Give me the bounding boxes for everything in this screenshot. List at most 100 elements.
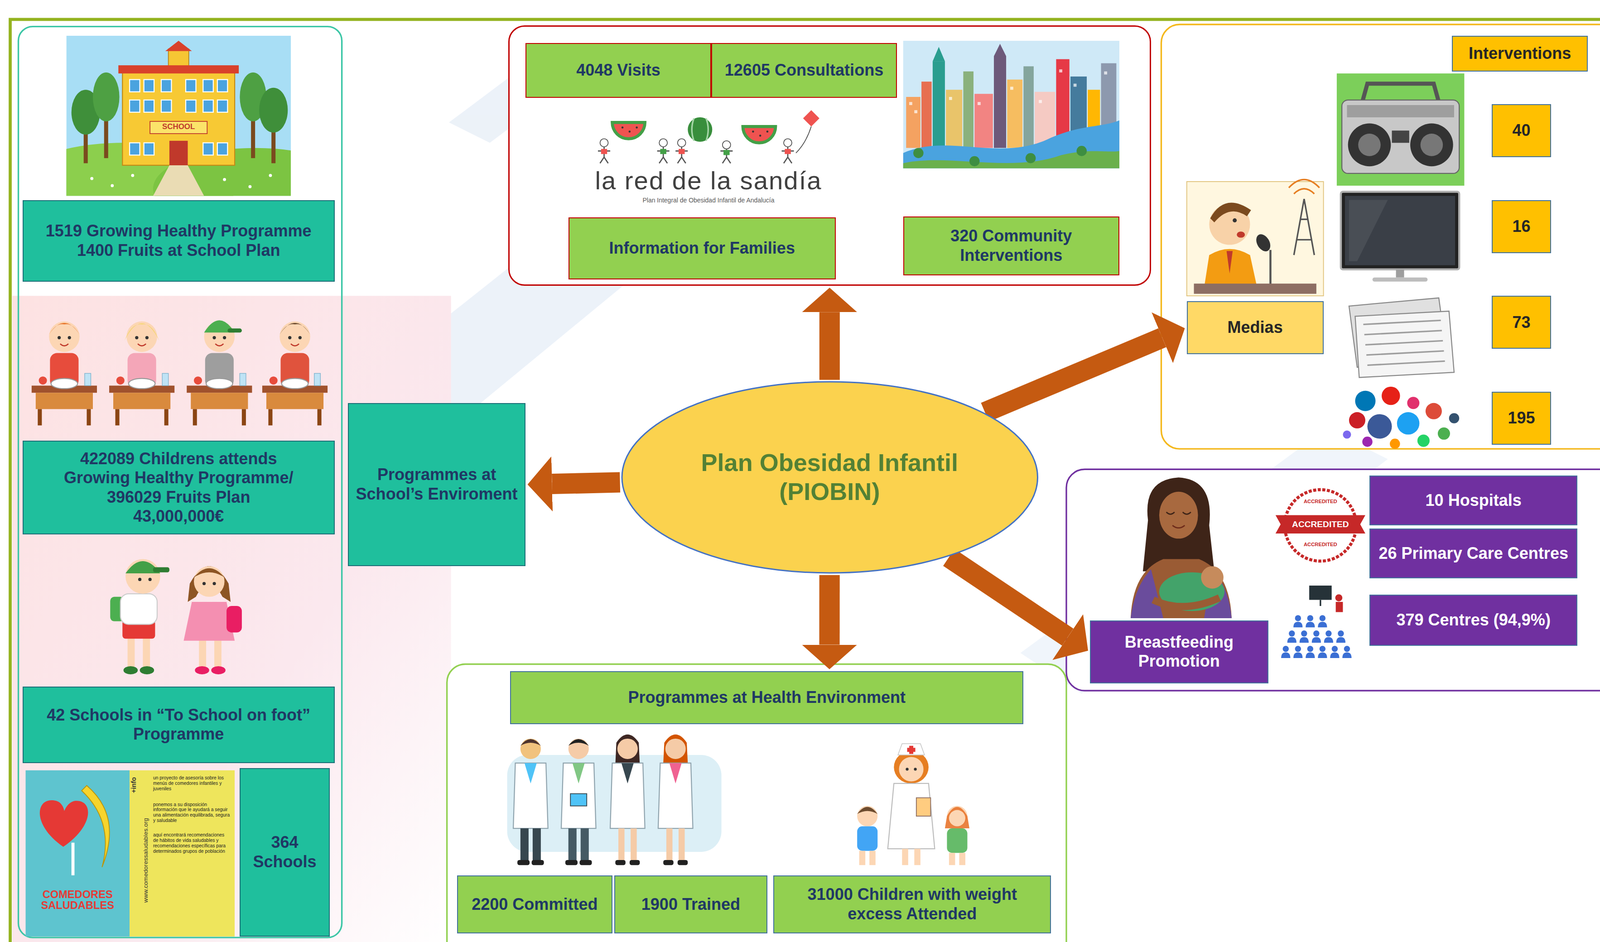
school-illustration [202, 100, 214, 113]
yellow-box: 195 [1491, 391, 1552, 445]
box-text: 73 [1512, 313, 1531, 333]
accredited-stamp [1275, 489, 1366, 562]
label-holder: un proyecto de asesoría sobre los menús … [153, 775, 231, 792]
children-at-desks [288, 336, 292, 340]
doctors-illustration [580, 828, 589, 862]
image-text: ACCREDITED [1287, 541, 1354, 548]
children-at-desks [227, 328, 242, 333]
green-box: 12605 Consultations [711, 43, 897, 99]
newspapers-icon [1349, 298, 1455, 378]
city-illustration [993, 43, 1007, 57]
city-illustration [963, 71, 974, 149]
watermelon-logo [657, 146, 670, 164]
arrow-connector [819, 312, 840, 380]
nurse-with-children [857, 807, 878, 815]
social-media-icons [1367, 414, 1392, 439]
tv-icon [1372, 277, 1428, 282]
city-illustration [903, 120, 1120, 169]
nurse-with-children [914, 848, 921, 866]
watermelon-logo [783, 138, 792, 147]
watermelon-logo [678, 149, 685, 155]
label-holder: aquí encontrará recomendaciones de hábit… [153, 832, 231, 855]
school-illustration [129, 142, 140, 155]
walking-children [211, 666, 226, 675]
image-text: COMEDORES SALUDABLES [27, 889, 128, 911]
social-media-icons [1342, 430, 1351, 439]
watermelon-logo [759, 134, 762, 137]
broadcaster-illustration [1204, 249, 1258, 289]
walking-children [212, 582, 216, 586]
watermelon-logo [781, 146, 794, 164]
newspapers-icon [1367, 361, 1445, 366]
breastfeeding-illustration [1130, 477, 1232, 619]
box-text: 1900 Trained [641, 895, 741, 915]
newspapers-icon [1363, 320, 1441, 325]
newspapers-icon [1366, 351, 1444, 356]
tv-icon [1340, 191, 1460, 282]
doctors-illustration [507, 734, 722, 866]
doctors-illustration [531, 860, 545, 866]
radio-icon [1336, 73, 1465, 186]
children-at-desks [317, 409, 322, 426]
healthy-canteens-leaflet [71, 843, 75, 876]
children-at-desks [290, 343, 299, 347]
city-illustration [1038, 100, 1042, 104]
teal-box: 42 Schools in “To School on foot” Progra… [22, 686, 335, 764]
yellow-box: Medias [1186, 301, 1324, 355]
doctors-illustration [629, 860, 641, 866]
ellipse-shape [621, 381, 1038, 574]
social-media-icons [1407, 396, 1420, 410]
watermelon-logo [766, 130, 769, 133]
audience-icon [1330, 645, 1340, 659]
social-media-icons [1362, 436, 1373, 448]
radio-icon [1336, 73, 1465, 186]
city-illustration [913, 145, 1087, 167]
walking-children [193, 566, 225, 598]
box-text: 1400 Fruits at School Plan [77, 240, 281, 261]
city-illustration [1025, 153, 1037, 164]
children-at-desks [314, 373, 321, 386]
audience-icon [1299, 630, 1309, 643]
box-text: 43,000,000€ [133, 506, 224, 527]
doctors-illustration [568, 739, 589, 747]
doctors-illustration [615, 734, 640, 766]
doctors-illustration [532, 828, 541, 862]
watermelon-logo [597, 110, 820, 164]
watermelon-logo [722, 140, 731, 150]
city-illustration [932, 61, 945, 148]
doctors-illustration [513, 763, 549, 829]
green-box: 4048 Visits [525, 43, 712, 99]
watermelon-logo [742, 126, 776, 143]
media-panel [1161, 24, 1600, 449]
watermelon-logo [691, 118, 709, 141]
newspapers-icon [1363, 320, 1445, 366]
school-illustration [259, 87, 288, 133]
city-illustration [1007, 79, 1023, 149]
doctors-illustration [615, 860, 626, 866]
doctors-illustration [524, 763, 537, 784]
audience-icon [1281, 585, 1352, 659]
children-at-desks [268, 409, 273, 426]
school-illustration [222, 178, 227, 182]
broadcaster-illustration [1194, 283, 1317, 294]
children-at-desks [128, 378, 156, 390]
broadcaster-illustration [1186, 181, 1324, 296]
children-at-desks [279, 322, 311, 335]
box-text: 12605 Consultations [724, 60, 884, 81]
image-text: aquí encontrará recomendaciones de hábit… [153, 832, 231, 855]
newspapers-icon [1364, 330, 1442, 335]
broadcaster-illustration [1236, 231, 1245, 238]
walking-children [138, 578, 142, 582]
box-text: 320 Community Interventions [910, 226, 1113, 266]
doctors-illustration [561, 738, 597, 866]
watermelon-logo [597, 146, 611, 164]
watermelon-logo [600, 138, 792, 150]
audience-icon [1324, 630, 1334, 643]
radio-icon [1346, 105, 1455, 118]
radio-icon [1362, 83, 1439, 103]
title-text: Plan Obesidad Infantil [701, 448, 959, 478]
logo-text: la red de la sandía [586, 165, 832, 196]
pink-ground [12, 295, 452, 942]
watermelon-logo [612, 122, 646, 139]
doctors-illustration [570, 794, 587, 807]
